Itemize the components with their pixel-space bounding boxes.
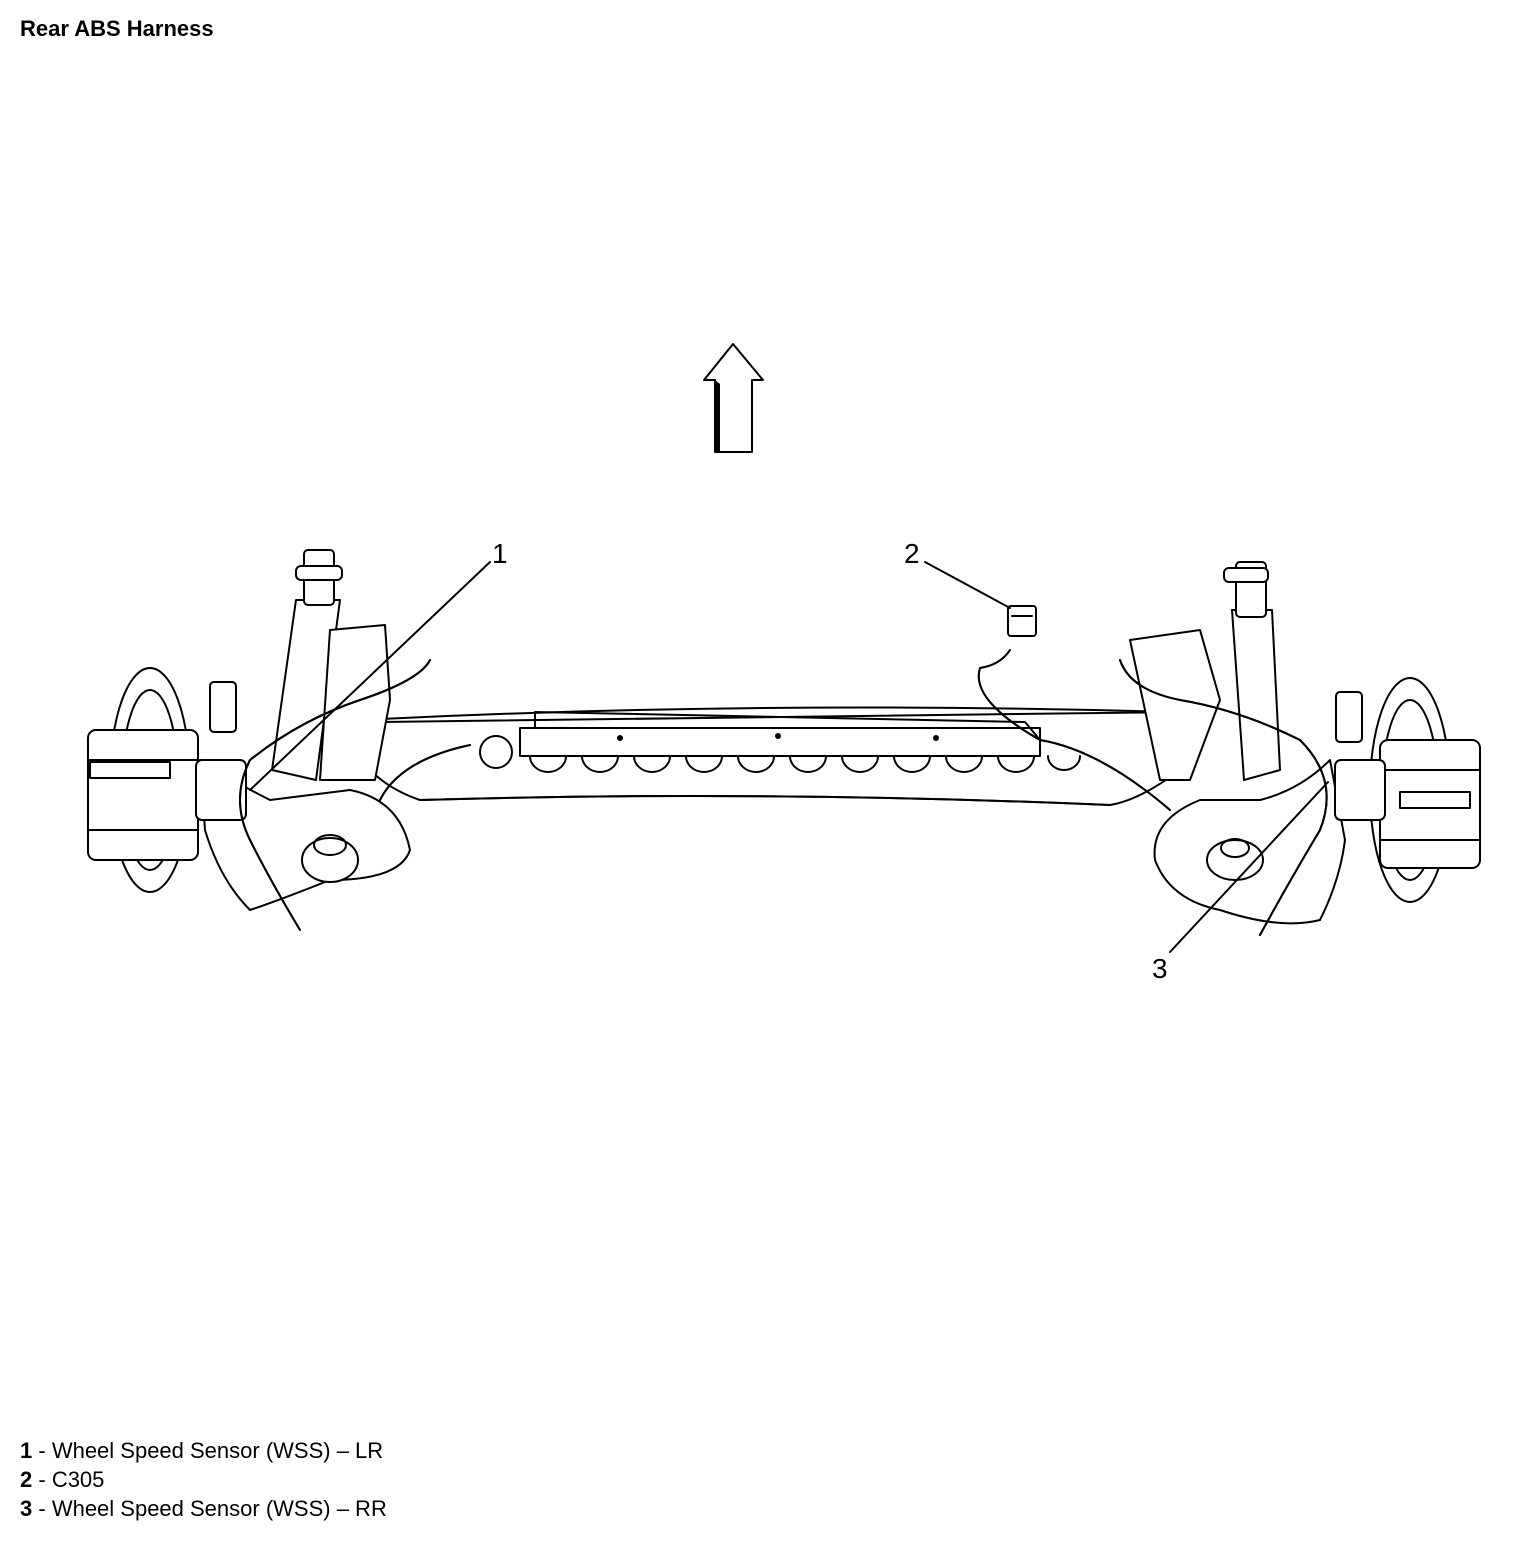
legend-text: Wheel Speed Sensor (WSS) – RR [51,1496,387,1521]
legend-separator: - [32,1496,52,1521]
legend-text: C305 [51,1467,105,1492]
legend-item: 3 - Wheel Speed Sensor (WSS) – RR [20,1494,387,1523]
left-hub-assembly [87,624,411,911]
beam-scallops [529,755,1081,773]
forward-arrow-icon [703,343,764,453]
axle-beam [359,706,1181,806]
legend-item: 1 - Wheel Speed Sensor (WSS) – LR [20,1436,387,1465]
legend-number: 1 [20,1438,33,1463]
legend-item: 2 - C305 [20,1465,387,1494]
legend: 1 - Wheel Speed Sensor (WSS) – LR 2 - C3… [20,1436,387,1523]
legend-number: 2 [20,1467,33,1492]
abs-harness [239,649,1328,936]
legend-separator: - [32,1467,52,1492]
callout-leaders [249,561,1329,953]
right-hub-assembly [1129,629,1481,925]
legend-separator: - [32,1438,52,1463]
legend-text: Wheel Speed Sensor (WSS) – LR [51,1438,384,1463]
left-shock-absorber [271,549,343,781]
callout-2: 2 [904,538,920,569]
callout-1: 1 [492,538,508,569]
callout-3: 3 [1152,953,1168,984]
c305-connector [1007,605,1037,637]
legend-number: 3 [20,1496,33,1521]
diagram-title: Rear ABS Harness [20,16,214,41]
right-shock-absorber [1223,561,1281,781]
